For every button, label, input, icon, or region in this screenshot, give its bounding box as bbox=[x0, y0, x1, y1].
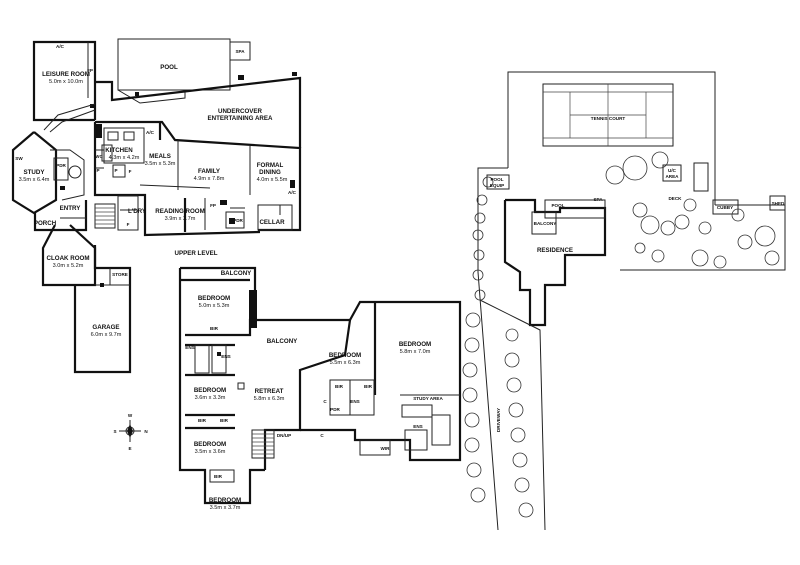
leisure-fp-label: FP bbox=[87, 68, 93, 73]
compass-w-label: W bbox=[128, 413, 133, 418]
formal-label-1: FORMAL bbox=[257, 162, 284, 169]
kitchen-f-label: F bbox=[129, 169, 132, 174]
site-spa-label: SPA bbox=[593, 197, 603, 202]
bed4-size: 3.5m x 3.7m bbox=[210, 505, 241, 511]
bed-center-bir1-label: BIR bbox=[335, 384, 344, 389]
kitchen-p2-label: P bbox=[114, 168, 117, 173]
site-plan bbox=[462, 71, 786, 531]
porch-label: PORCH bbox=[34, 220, 57, 227]
bed1-ens2-label: ENS bbox=[221, 354, 230, 359]
kitchen-ac-label: A/C bbox=[146, 130, 155, 135]
bed1-bir-label: BIR bbox=[210, 326, 219, 331]
deck-label: DECK bbox=[668, 196, 682, 201]
bed3-size: 3.5m x 3.6m bbox=[195, 449, 226, 455]
store-label: STORE bbox=[112, 272, 128, 277]
reading-pdr-label: PDR bbox=[233, 218, 243, 223]
bed-main-size: 5.8m x 7.0m bbox=[400, 349, 431, 355]
bed-center-c-label: C bbox=[323, 399, 327, 404]
upper-floor bbox=[119, 266, 462, 505]
pool-outline bbox=[117, 38, 231, 91]
leisure-room-label: LEISURE ROOM bbox=[42, 71, 90, 78]
meals-size: 3.5m x 5.3m bbox=[145, 161, 176, 167]
upper-level-title: UPPER LEVEL bbox=[175, 250, 218, 257]
residence-label: RESIDENCE bbox=[537, 247, 573, 254]
study-label: STUDY bbox=[24, 169, 46, 176]
upper-balcony-top-label: BALCONY bbox=[221, 270, 252, 277]
bed3-bir-label: BIR bbox=[214, 474, 223, 479]
entry-label: ENTRY bbox=[60, 205, 82, 212]
compass-n-label: N bbox=[144, 429, 148, 434]
bed2-label: BEDROOM bbox=[194, 387, 226, 394]
bed-main-label: BEDROOM bbox=[399, 341, 431, 348]
wc-label: WC bbox=[95, 154, 103, 159]
reading-room-size: 3.9m x 2.7m bbox=[165, 216, 196, 222]
meals-label: MEALS bbox=[149, 153, 171, 160]
study-size: 3.5m x 6.4m bbox=[19, 177, 50, 183]
ground-floor bbox=[11, 38, 302, 374]
retreat-c-label: C bbox=[320, 433, 324, 438]
reading-fp-label: FP bbox=[210, 203, 216, 208]
pool-label: POOL bbox=[160, 64, 178, 71]
bed1-size: 5.0m x 5.3m bbox=[199, 303, 230, 309]
compass-e-label: E bbox=[128, 446, 131, 451]
bed2-size: 3.6m x 3.3m bbox=[195, 395, 226, 401]
reading-room-label: READING ROOM bbox=[155, 208, 205, 215]
leisure-ac-label: A/C bbox=[56, 44, 65, 49]
formal-size: 4.0m x 5.5m bbox=[257, 177, 288, 183]
bed-center-size: 5.5m x 6.3m bbox=[330, 360, 361, 366]
compass-icon bbox=[119, 420, 141, 442]
bed-center-ens-label: ENS bbox=[350, 399, 359, 404]
balcony-mid-label: BALCONY bbox=[267, 338, 298, 345]
undercover-label-1: UNDERCOVER bbox=[218, 108, 263, 115]
shed-label: SHED bbox=[772, 201, 785, 206]
compass-s-label: S bbox=[113, 429, 116, 434]
wir-label: WIR bbox=[381, 446, 391, 451]
bed-center-pdr-label: PDR bbox=[330, 407, 340, 412]
cubby-label: CUBBY bbox=[717, 205, 733, 210]
labels: A/C LEISURE ROOM 5.0m x 10.0m FP POOL SP… bbox=[15, 44, 785, 511]
study-sw-label: SW bbox=[15, 156, 23, 161]
bed1-ens1-label: ENS bbox=[185, 345, 194, 350]
undercover-label-2: ENTERTAINING AREA bbox=[208, 115, 273, 122]
retreat-dn-label: DN/UP bbox=[277, 433, 291, 438]
bed-main-ens-label: ENS bbox=[413, 424, 422, 429]
bed-center-label: BEDROOM bbox=[329, 352, 361, 359]
bed2-bir1-label: BIR bbox=[198, 418, 207, 423]
ldry-label: L'DRY bbox=[128, 208, 147, 215]
bed-center-bir2-label: BIR bbox=[364, 384, 373, 389]
kitchen-label: KITCHEN bbox=[105, 147, 133, 154]
kitchen-size: 4.3m x 4.2m bbox=[109, 155, 140, 161]
cloak-room-label: CLOAK ROOM bbox=[47, 255, 90, 262]
pool-equip-label-2: EQUIP bbox=[490, 183, 504, 188]
ldry-f-label: F bbox=[127, 222, 130, 227]
family-size: 4.9m x 7.8m bbox=[194, 176, 225, 182]
retreat-label: RETREAT bbox=[255, 388, 284, 395]
formal-label-2: DINING bbox=[259, 169, 281, 176]
bed3-label: BEDROOM bbox=[194, 441, 226, 448]
bed1-label: BEDROOM bbox=[198, 295, 230, 302]
leisure-room-size: 5.0m x 10.0m bbox=[49, 79, 83, 85]
cloak-room-size: 3.0m x 5.2m bbox=[53, 263, 84, 269]
family-label: FAMILY bbox=[198, 168, 221, 175]
tennis-court-label: TENNIS COURT bbox=[591, 116, 626, 121]
cellar-label: CELLAR bbox=[259, 219, 285, 226]
pool-equip-label-1: POOL bbox=[490, 177, 503, 182]
garage-label: GARAGE bbox=[92, 324, 119, 331]
bed4-label: BEDROOM bbox=[209, 497, 241, 504]
formal-ac-label: A/C bbox=[288, 190, 297, 195]
garage-size: 6.0m x 9.7m bbox=[91, 332, 122, 338]
driveway-label: DRIVEWAY bbox=[496, 408, 501, 432]
spa-label: SPA bbox=[235, 49, 245, 54]
uc-area-label-2: AREA bbox=[665, 174, 679, 179]
kitchen-p1-label: P bbox=[96, 168, 99, 173]
uc-area-label-1: U/C bbox=[668, 168, 677, 173]
retreat-size: 5.8m x 6.3m bbox=[254, 396, 285, 402]
study-area-label: STUDY AREA bbox=[413, 396, 443, 401]
bed2-bir2-label: BIR bbox=[220, 418, 229, 423]
site-balcony-label: BALCONY bbox=[534, 221, 557, 226]
site-pool-label: POOL bbox=[551, 203, 564, 208]
study-pdr-label: PDR bbox=[56, 163, 66, 168]
